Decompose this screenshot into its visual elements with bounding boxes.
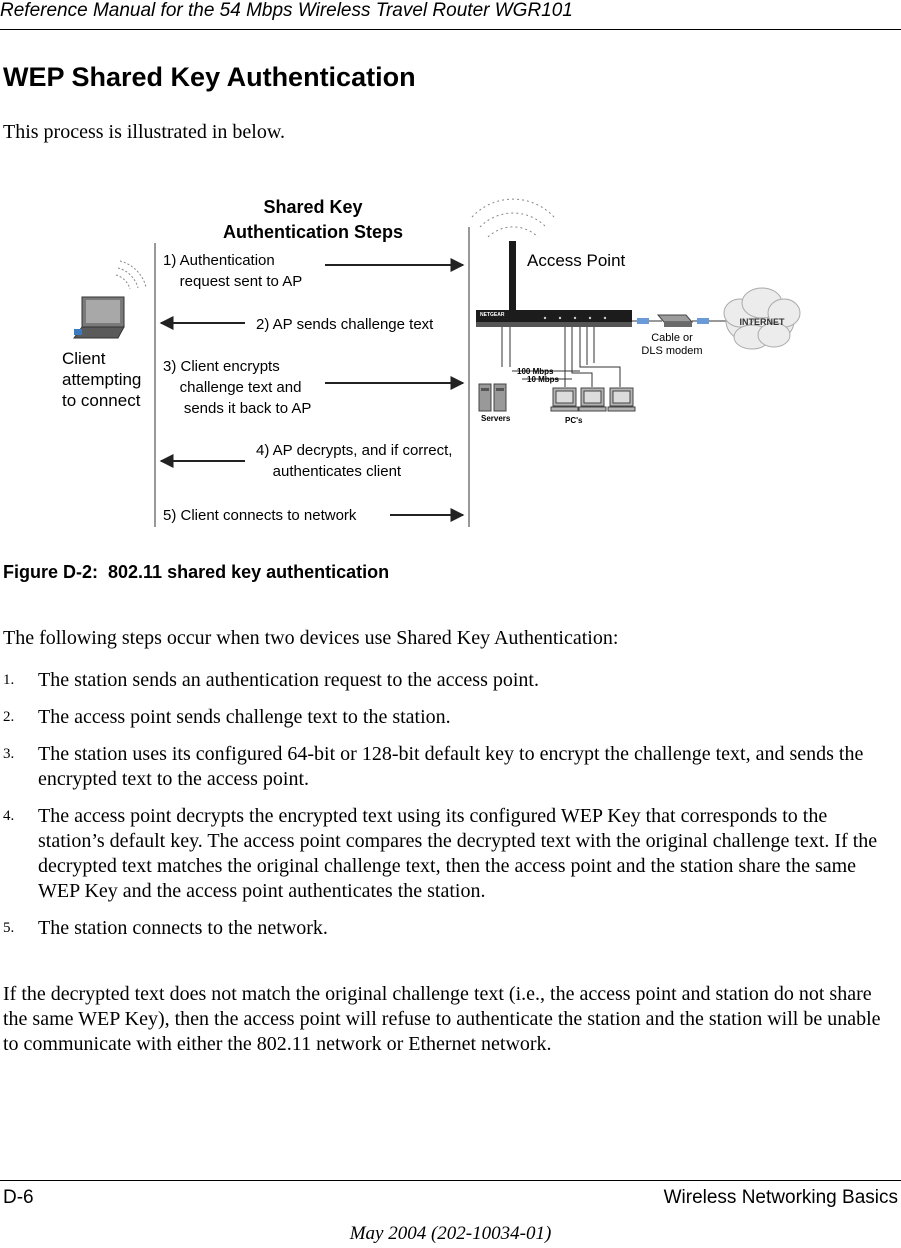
list-item: 3. The station uses its configured 64-bi… (3, 742, 898, 792)
step3-line2: challenge text and (163, 379, 301, 396)
laptop-icon (73, 260, 147, 339)
router-brand: NETGEAR (480, 312, 505, 318)
list-item: 1. The station sends an authentication r… (3, 668, 898, 693)
step3-line1: 3) Client encrypts (163, 358, 280, 375)
speed-high-label: 100 Mbps (517, 367, 554, 376)
footer-rule (0, 1180, 901, 1181)
speed-low-label: 10 Mbps (527, 375, 560, 384)
lan-cables (501, 320, 662, 387)
step-text: The access point sends challenge text to… (38, 706, 451, 728)
servers-label: Servers (481, 414, 511, 423)
step-number: 3. (3, 746, 15, 762)
step-number: 1. (3, 672, 15, 688)
step1-line2: request sent to AP (163, 273, 302, 290)
step-text: The station uses its configured 64-bit o… (38, 743, 864, 790)
modem-label-line1: Cable or (651, 332, 693, 344)
step4-line1: 4) AP decrypts, and if correct, (256, 442, 452, 459)
steps-list: 1. The station sends an authentication r… (3, 668, 898, 953)
section-title: WEP Shared Key Authentication (3, 62, 416, 92)
step-text: The station connects to the network. (38, 917, 328, 939)
intro-paragraph: This process is illustrated in below. (3, 121, 285, 143)
pcs-icon (550, 387, 636, 412)
chapter-title: Wireless Networking Basics (663, 1187, 898, 1208)
pcs-label: PC's (565, 416, 583, 425)
shared-key-auth-diagram: Shared Key Authentication Steps Client a… (0, 175, 901, 535)
access-point-icon (471, 198, 632, 327)
page-number: D-6 (3, 1187, 34, 1208)
steps-lead-paragraph: The following steps occur when two devic… (3, 627, 619, 649)
list-item: 4. The access point decrypts the encrypt… (3, 804, 898, 904)
step1-line1: 1) Authentication (163, 252, 275, 269)
modem-label-line2: DLS modem (641, 345, 702, 357)
list-item: 2. The access point sends challenge text… (3, 705, 898, 730)
footer-date: May 2004 (202-10034-01) (349, 1223, 552, 1244)
step-number: 4. (3, 808, 15, 824)
closing-paragraph: If the decrypted text does not match the… (3, 983, 881, 1055)
figure-caption: Figure D-2: 802.11 shared key authentica… (3, 562, 390, 582)
diagram-title-line1: Shared Key (263, 197, 362, 217)
header-rule (0, 29, 901, 30)
step-text: The station sends an authentication requ… (38, 669, 539, 691)
servers-icon (478, 383, 507, 412)
running-header: Reference Manual for the 54 Mbps Wireles… (0, 0, 573, 21)
step-number: 5. (3, 920, 15, 936)
step-number: 2. (3, 709, 15, 725)
client-label-line2: attempting (62, 370, 141, 389)
internet-label: INTERNET (740, 317, 786, 327)
client-label-line3: to connect (62, 391, 141, 410)
step2-line1: 2) AP sends challenge text (256, 316, 434, 333)
diagram-title-line2: Authentication Steps (223, 222, 403, 242)
client-label-line1: Client (62, 349, 106, 368)
access-point-label: Access Point (527, 251, 626, 270)
step-text: The access point decrypts the encrypted … (38, 805, 878, 902)
step3-line3: sends it back to AP (163, 400, 311, 417)
step5-line1: 5) Client connects to network (163, 507, 357, 524)
internet-cloud-icon (723, 287, 801, 350)
step4-line2: authenticates client (256, 463, 402, 480)
list-item: 5. The station connects to the network. (3, 916, 898, 941)
modem-icon (637, 314, 730, 327)
